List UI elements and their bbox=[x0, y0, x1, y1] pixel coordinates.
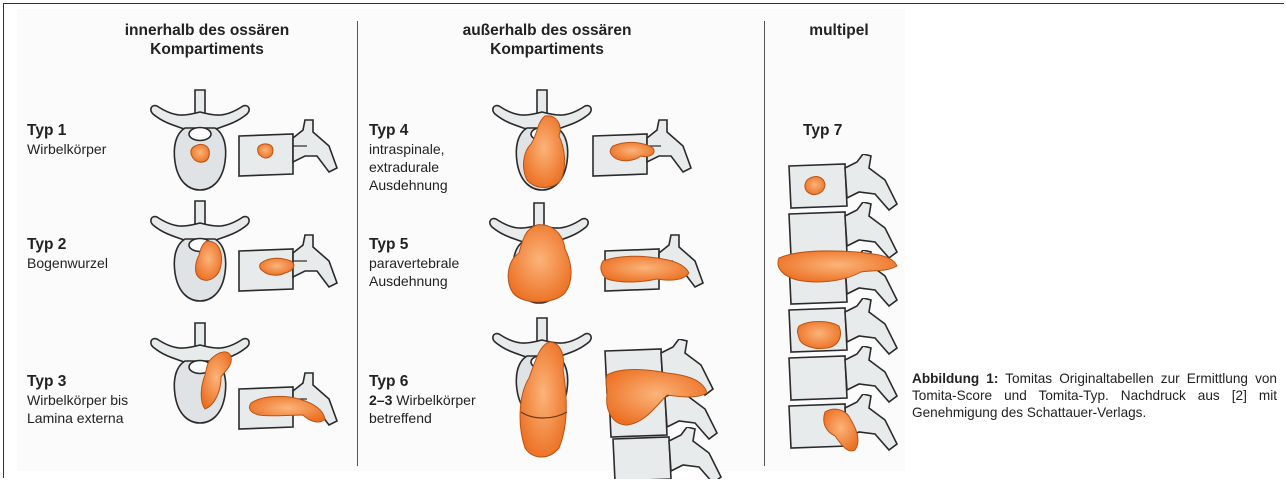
type-4-desc-line2: extradurale bbox=[369, 158, 448, 176]
type-4-name: Typ 4 bbox=[369, 122, 448, 140]
type-1-desc: Wirbelkörper bbox=[27, 140, 106, 158]
type-6-desc-bold: 2–3 bbox=[369, 392, 392, 408]
type-6-name: Typ 6 bbox=[369, 373, 476, 391]
heading-outside-line1: außerhalb des ossären bbox=[463, 22, 632, 39]
type-5-label: Typ 5 paravertebrale Ausdehnung bbox=[369, 236, 459, 290]
type-7-label: Typ 7 bbox=[803, 122, 842, 140]
type-7-name: Typ 7 bbox=[803, 122, 842, 140]
spine-column-icon bbox=[777, 154, 905, 459]
spine-column-icon bbox=[597, 339, 727, 479]
type-6-desc-rest: Wirbelkörper bbox=[396, 392, 475, 408]
tumor-1-lateral bbox=[258, 144, 273, 158]
heading-outside: außerhalb des ossären Kompartiments bbox=[427, 21, 667, 59]
heading-multiple: multipel bbox=[789, 21, 889, 40]
vertebra-axial-icon bbox=[487, 314, 597, 464]
type-4-label: Typ 4 intraspinale, extradurale Ausdehnu… bbox=[369, 122, 448, 194]
heading-multiple-text: multipel bbox=[809, 22, 868, 39]
type-4-desc-line3: Ausdehnung bbox=[369, 176, 448, 194]
heading-inside: innerhalb des ossären Kompartiments bbox=[87, 21, 327, 59]
type-1-label: Typ 1 Wirbelkörper bbox=[27, 122, 106, 158]
type-2-label: Typ 2 Bogenwurzel bbox=[27, 236, 108, 272]
vertebra-lateral-icon bbox=[233, 369, 343, 439]
column-divider-1 bbox=[357, 21, 358, 466]
type-3-desc-line2: Lamina externa bbox=[27, 409, 128, 427]
type-3-desc-line1: Wirbelkörper bis bbox=[27, 391, 128, 409]
type-3-name: Typ 3 bbox=[27, 373, 128, 391]
vertebra-axial-icon bbox=[479, 199, 599, 309]
type-2-name: Typ 2 bbox=[27, 236, 108, 254]
vertebra-lateral-icon bbox=[233, 116, 343, 186]
type-6-desc-line2: betreffend bbox=[369, 409, 476, 427]
vertebra-lateral-icon bbox=[233, 231, 343, 301]
type-6-label: Typ 6 2–3 Wirbelkörper betreffend bbox=[369, 373, 476, 427]
heading-inside-line2: Kompartiments bbox=[150, 41, 264, 58]
tumor-7-level-1 bbox=[805, 177, 825, 195]
tumor-7-level-3 bbox=[798, 322, 841, 349]
vertebra-lateral-icon bbox=[599, 231, 709, 301]
vertebra-lateral-icon bbox=[587, 116, 697, 186]
type-5-name: Typ 5 bbox=[369, 236, 459, 254]
type-3-label: Typ 3 Wirbelkörper bis Lamina externa bbox=[27, 373, 128, 427]
figure-caption: Abbildung 1: Tomitas Originaltabellen zu… bbox=[912, 370, 1277, 421]
type-5-desc-line1: paravertebrale bbox=[369, 254, 459, 272]
type-6-desc-line1: 2–3 Wirbelkörper bbox=[369, 391, 476, 409]
type-1-name: Typ 1 bbox=[27, 122, 106, 140]
type-4-desc-line1: intraspinale, bbox=[369, 140, 448, 158]
heading-inside-line1: innerhalb des ossären bbox=[125, 22, 290, 39]
vertebra-axial-icon bbox=[487, 86, 597, 196]
type-5-desc-line2: Ausdehnung bbox=[369, 272, 459, 290]
caption-label: Abbildung 1: bbox=[912, 371, 998, 386]
heading-outside-line2: Kompartiments bbox=[490, 41, 604, 58]
tomita-figure: innerhalb des ossären Kompartiments auße… bbox=[17, 9, 905, 471]
column-divider-2 bbox=[764, 21, 765, 466]
type-2-desc: Bogenwurzel bbox=[27, 254, 108, 272]
